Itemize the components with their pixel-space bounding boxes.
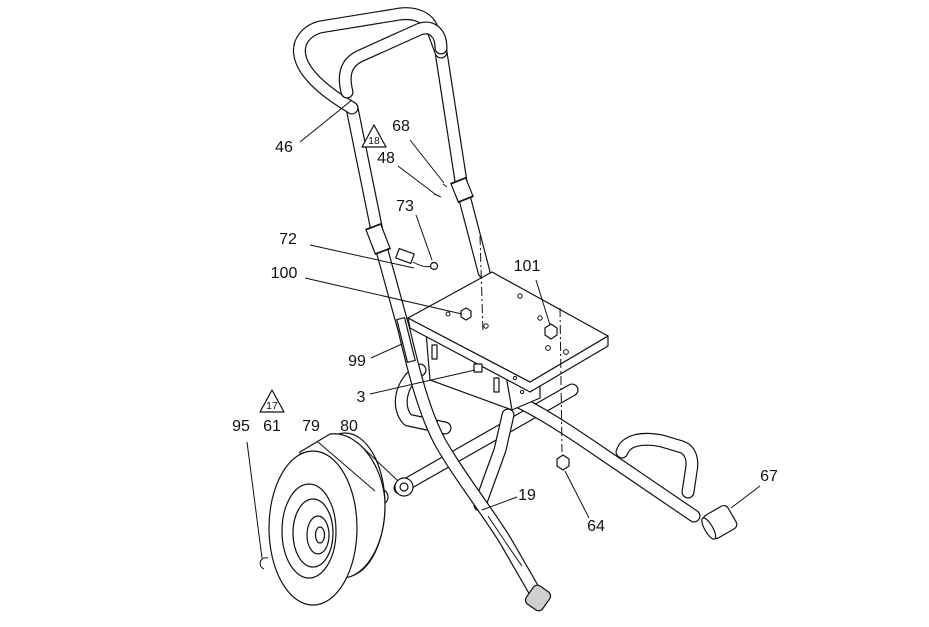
leader-67: [730, 485, 761, 509]
warning-label-17: 17: [266, 400, 278, 412]
leader-19: [481, 496, 518, 511]
callout-73: 73: [396, 198, 414, 215]
callout-64: 64: [587, 518, 605, 535]
handle-outer: [292, 7, 448, 115]
centerline: [559, 307, 563, 453]
callout-95: 95: [232, 418, 250, 435]
decal: [396, 317, 416, 363]
callout-48: 48: [377, 150, 395, 167]
leader-48: [397, 165, 436, 195]
hub-center: [314, 526, 326, 544]
callout-68: 68: [392, 118, 410, 135]
center-strut: [473, 408, 515, 512]
right-post: [434, 45, 491, 279]
plate-hole: [512, 375, 518, 381]
platform-hole: [545, 345, 551, 351]
leader-101: [535, 279, 551, 326]
plate-hole: [519, 389, 525, 395]
leader-3: [369, 369, 476, 395]
nut-64: [556, 454, 570, 471]
leader-73: [415, 214, 433, 261]
leader-80: [356, 441, 399, 482]
leader-68: [409, 139, 445, 184]
left-sleeve: [365, 222, 391, 256]
centerline: [479, 235, 484, 333]
leg-foot-cap: [524, 584, 552, 612]
leader-95: [246, 441, 263, 559]
leader-79: [317, 441, 376, 492]
right-sleeve: [450, 176, 474, 204]
callout-100: 100: [271, 265, 298, 282]
warning-triangle-17: 17: [259, 389, 285, 413]
washer-80: [394, 477, 414, 497]
leader-lines: [246, 99, 761, 559]
leader-72: [309, 244, 415, 269]
callout-67: 67: [760, 468, 778, 485]
leader-99: [370, 343, 403, 359]
platform-hole: [517, 293, 523, 299]
bracket-slot: [431, 344, 438, 360]
right-lower-tube: [508, 393, 701, 523]
platform-top: [407, 271, 609, 383]
leader-100: [304, 277, 463, 315]
leg-slot: [487, 515, 523, 567]
end-cap-67: [701, 504, 738, 540]
leader-64: [564, 470, 590, 519]
callout-79: 79: [302, 418, 320, 435]
screw-68: [442, 183, 448, 188]
clip-95: [259, 557, 269, 570]
right-u-brace: [615, 432, 699, 499]
ring-73: [429, 261, 439, 271]
platform-hole: [563, 349, 569, 355]
bracket-slot: [493, 377, 500, 393]
platform: [407, 271, 609, 411]
callout-61: 61: [263, 418, 281, 435]
bolt-3: [473, 363, 483, 373]
axle: [393, 383, 579, 495]
callouts: 46 68 48 73 72 100 101 99 3 95 61 79 80 …: [232, 118, 778, 535]
leader-46: [299, 99, 353, 143]
callout-46: 46: [275, 139, 293, 156]
warning-label-18: 18: [368, 135, 380, 147]
platform-hole: [445, 311, 451, 317]
warning-triangle-18: 18: [361, 124, 387, 148]
nut-100: [460, 307, 472, 321]
platform-hole: [537, 315, 543, 321]
callout-101: 101: [514, 258, 541, 275]
nut-101: [544, 323, 558, 340]
connector-72: [395, 247, 433, 268]
callout-99: 99: [348, 353, 366, 370]
screw-48: [433, 193, 442, 198]
platform-hole: [483, 323, 489, 329]
callout-72: 72: [279, 231, 297, 248]
handle-inner: [338, 21, 448, 99]
callout-80: 80: [340, 418, 358, 435]
callout-19: 19: [518, 487, 536, 504]
callout-3: 3: [357, 389, 366, 406]
wheel: [268, 432, 386, 606]
